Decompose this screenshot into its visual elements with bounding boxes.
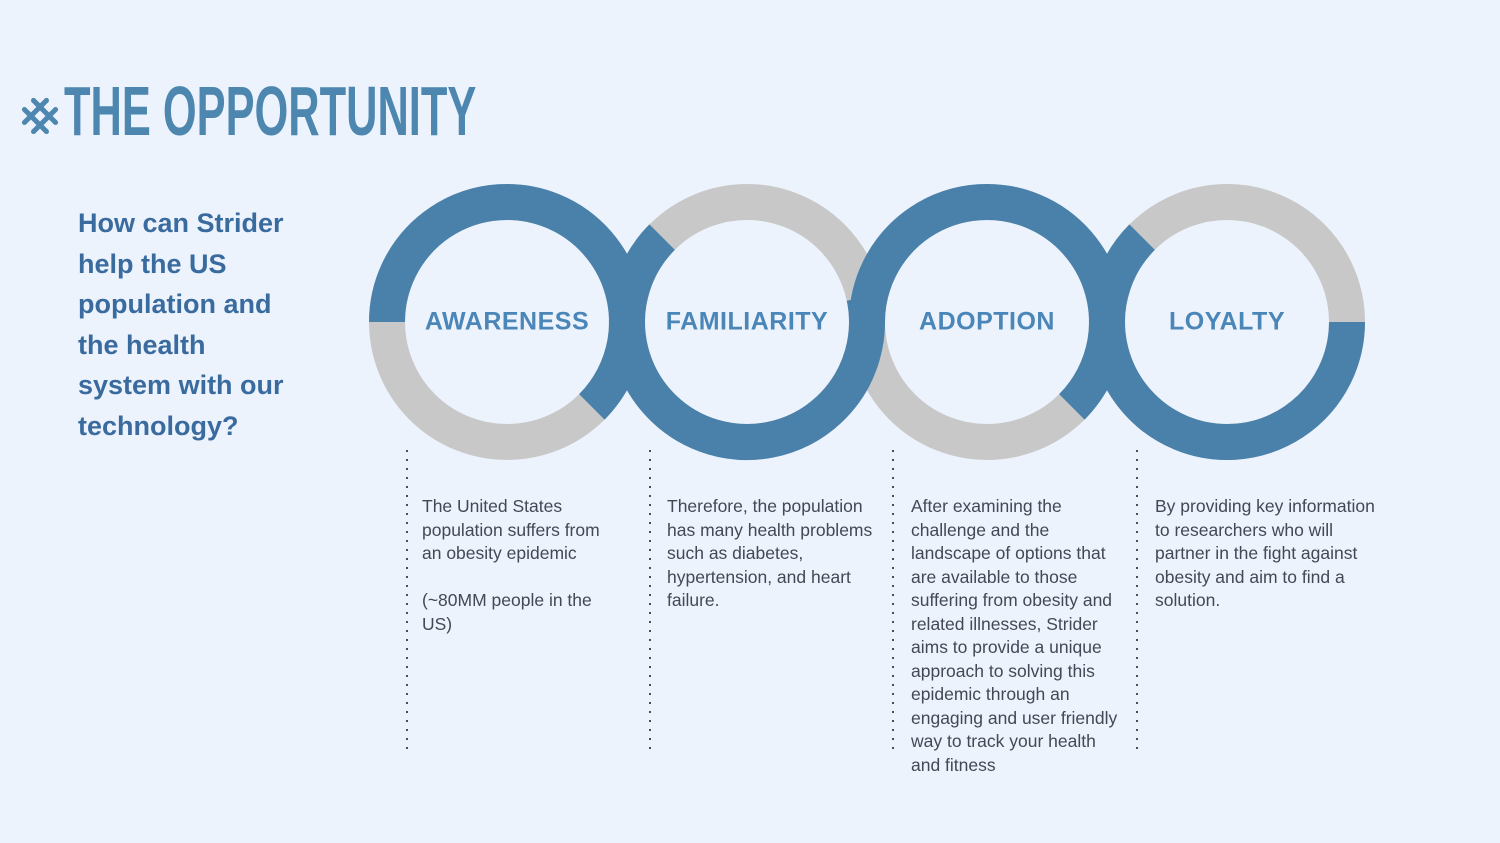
stage-arc-blue-adoption [849,184,1125,420]
stage-label-awareness: AWARENESS [424,307,590,336]
stage-description-text: Therefore, the population has many healt… [667,496,873,610]
question-line: How can Strider [78,208,284,238]
question-line: system with our [78,370,284,400]
stage-description-note: (~80MM people in the US) [422,590,592,634]
question-text: How can Strider help the US population a… [78,203,328,446]
dotted-separator [892,450,894,754]
header: THE OPPORTUNITY [0,0,1500,170]
dotted-separator [649,450,651,754]
stage-arc-blue-awareness [369,184,645,420]
stage-description-familiarity: Therefore, the population has many healt… [667,495,879,613]
stage-description-text: By providing key information to research… [1155,496,1375,610]
page-title: THE OPPORTUNITY [64,72,477,150]
dotted-separator [406,450,408,754]
stage-label-familiarity: FAMILIARITY [665,307,829,336]
stage-description-awareness: The United States population suffers fro… [422,495,622,636]
stage-description-adoption: After examining the challenge and the la… [911,495,1123,777]
stage-description-loyalty: By providing key information to research… [1155,495,1377,613]
weave-icon [21,97,59,135]
stage-arc-blue-familiarity [609,224,885,460]
stage-label-adoption: ADOPTION [919,307,1055,336]
dotted-separator [1136,450,1138,754]
stage-description-text: The United States population suffers fro… [422,496,600,563]
question-line: the health [78,329,206,360]
stage-description-text: After examining the challenge and the la… [911,496,1118,775]
question-line: technology? [78,410,239,441]
stage-arc-blue-loyalty [1089,224,1365,460]
question-line: help the US [78,248,227,279]
question-line: population and [78,289,272,319]
stage-label-loyalty: LOYALTY [1168,307,1286,336]
